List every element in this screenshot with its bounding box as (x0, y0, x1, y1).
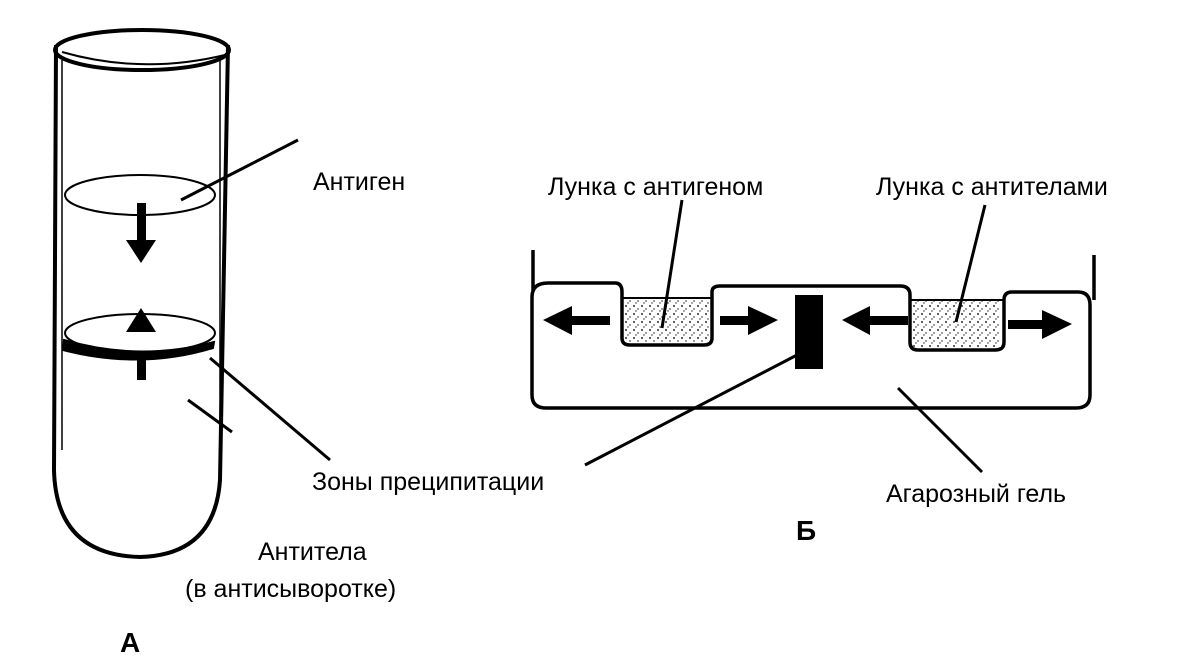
precipitation-line (795, 295, 823, 369)
arrow-left-icon (543, 306, 610, 335)
leader-antibodies (187, 398, 233, 434)
leader-zone-b (584, 353, 798, 467)
leader-zone-a (209, 356, 331, 462)
arrow-up-icon (126, 308, 156, 380)
label-precipitation-zones: Зоны преципитации (312, 468, 544, 496)
arrow-right-icon (720, 306, 778, 335)
arrow-left-icon (842, 306, 908, 335)
panel-letter-a: А (120, 627, 140, 658)
well-antibody-fill (913, 300, 1001, 347)
label-antigen: Антиген (313, 168, 405, 196)
leader-antibody-well (954, 204, 987, 323)
label-antibodies: Антитела (258, 538, 367, 566)
arrow-down-icon (126, 203, 156, 263)
tube-rim-inner (61, 51, 226, 66)
leader-gel (896, 386, 984, 474)
leader-antigen-well (660, 199, 684, 329)
leader-antigen (180, 138, 299, 202)
label-antibodies-note: (в антисыворотке) (185, 575, 396, 603)
label-antigen-well: Лунка с антигеном (548, 173, 763, 201)
label-antibody-well: Лунка с антителами (876, 173, 1108, 201)
arrow-right-icon (1008, 310, 1072, 339)
label-agarose-gel: Агарозный гель (886, 480, 1066, 508)
gel-container (530, 250, 1096, 410)
precipitation-band (61, 338, 216, 361)
tube-outer-wall (51, 44, 230, 560)
test-tube (51, 28, 231, 560)
agarose-gel-body (530, 281, 1092, 410)
panel-letter-b: Б (796, 515, 816, 546)
